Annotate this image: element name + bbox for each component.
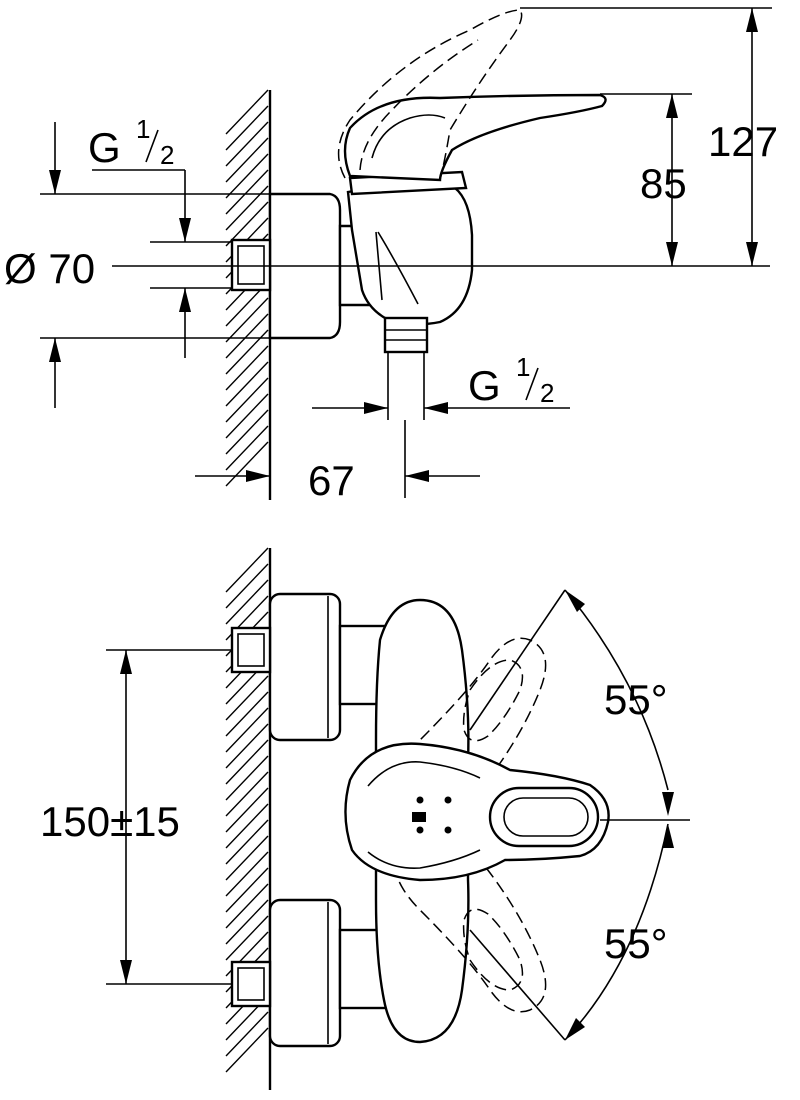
wall-hatch-line bbox=[225, 867, 269, 913]
wall-hatch-line bbox=[225, 361, 269, 407]
wall-hatch-line bbox=[225, 547, 269, 593]
wall-hatch-line bbox=[225, 1027, 269, 1073]
svg-text:1: 1 bbox=[516, 352, 530, 382]
outlet-connector bbox=[383, 316, 429, 354]
wall-hatch-line bbox=[225, 851, 269, 897]
wall-hatch-line bbox=[225, 105, 269, 151]
wall-hatch-line bbox=[225, 739, 269, 785]
lever-grip-oval bbox=[488, 786, 600, 848]
diameter-label: Ø 70 bbox=[4, 245, 95, 292]
wall-hatch-line bbox=[225, 899, 269, 945]
wall-hatch-line bbox=[225, 345, 269, 391]
wall-hatch-line bbox=[225, 803, 269, 849]
wall-hatch-line bbox=[225, 201, 269, 247]
wall-hatch-line bbox=[225, 153, 269, 199]
thread-label-top: G 1 2 bbox=[88, 114, 174, 171]
wall-hatch-line bbox=[225, 675, 269, 721]
angle-down-label: 55° bbox=[604, 920, 668, 967]
wall-hatch-top bbox=[225, 89, 272, 500]
svg-text:G: G bbox=[88, 124, 121, 171]
wall-hatch-line bbox=[225, 137, 269, 183]
side-view: G 1 2 Ø 70 G 1 2 67 85 127 bbox=[4, 7, 778, 504]
wall-hatch-line bbox=[225, 297, 269, 343]
wall-hatch-line bbox=[225, 393, 269, 439]
wall-hatch-line bbox=[225, 707, 269, 753]
wall-hatch-line bbox=[225, 691, 269, 737]
wall-hatch-line bbox=[225, 1011, 269, 1057]
lever-handle bbox=[343, 93, 607, 182]
wall-hatch-line bbox=[225, 313, 269, 359]
wall-hatch-line bbox=[225, 377, 269, 423]
lever-height-label: 85 bbox=[640, 160, 687, 207]
svg-text:2: 2 bbox=[160, 140, 174, 170]
wall-hatch-line bbox=[225, 121, 269, 167]
svg-text:G: G bbox=[468, 362, 501, 409]
front-view: 150±15 55° 55° bbox=[40, 547, 690, 1090]
wall-hatch-line bbox=[225, 169, 269, 215]
wall-hatch-line bbox=[225, 835, 269, 881]
wall-hatch-line bbox=[225, 441, 269, 487]
wall-hatch-line bbox=[225, 89, 269, 135]
thread-label-outlet: G 1 2 bbox=[468, 352, 554, 409]
wall-hatch-line bbox=[225, 563, 269, 609]
wall-hatch-line bbox=[225, 771, 269, 817]
lever-raised-outline bbox=[337, 9, 523, 181]
wall-hatch-line bbox=[225, 883, 269, 929]
total-height-label: 127 bbox=[708, 118, 778, 165]
wall-hatch-line bbox=[225, 425, 269, 471]
depth-label: 67 bbox=[308, 457, 355, 504]
wall-hatch-line bbox=[225, 915, 269, 961]
wall-hatch-line bbox=[225, 787, 269, 833]
angle-up-label: 55° bbox=[604, 676, 668, 723]
wall-hatch-line bbox=[225, 819, 269, 865]
upper-escutcheon bbox=[268, 592, 342, 742]
wall-hatch-line bbox=[225, 723, 269, 769]
wall-hatch-line bbox=[225, 409, 269, 455]
wall-hatch-line bbox=[225, 579, 269, 625]
spacing-label: 150±15 bbox=[40, 798, 180, 845]
svg-text:2: 2 bbox=[540, 378, 554, 408]
wall-hatch-line bbox=[225, 755, 269, 801]
svg-text:1: 1 bbox=[136, 114, 150, 144]
lower-escutcheon bbox=[268, 898, 342, 1048]
